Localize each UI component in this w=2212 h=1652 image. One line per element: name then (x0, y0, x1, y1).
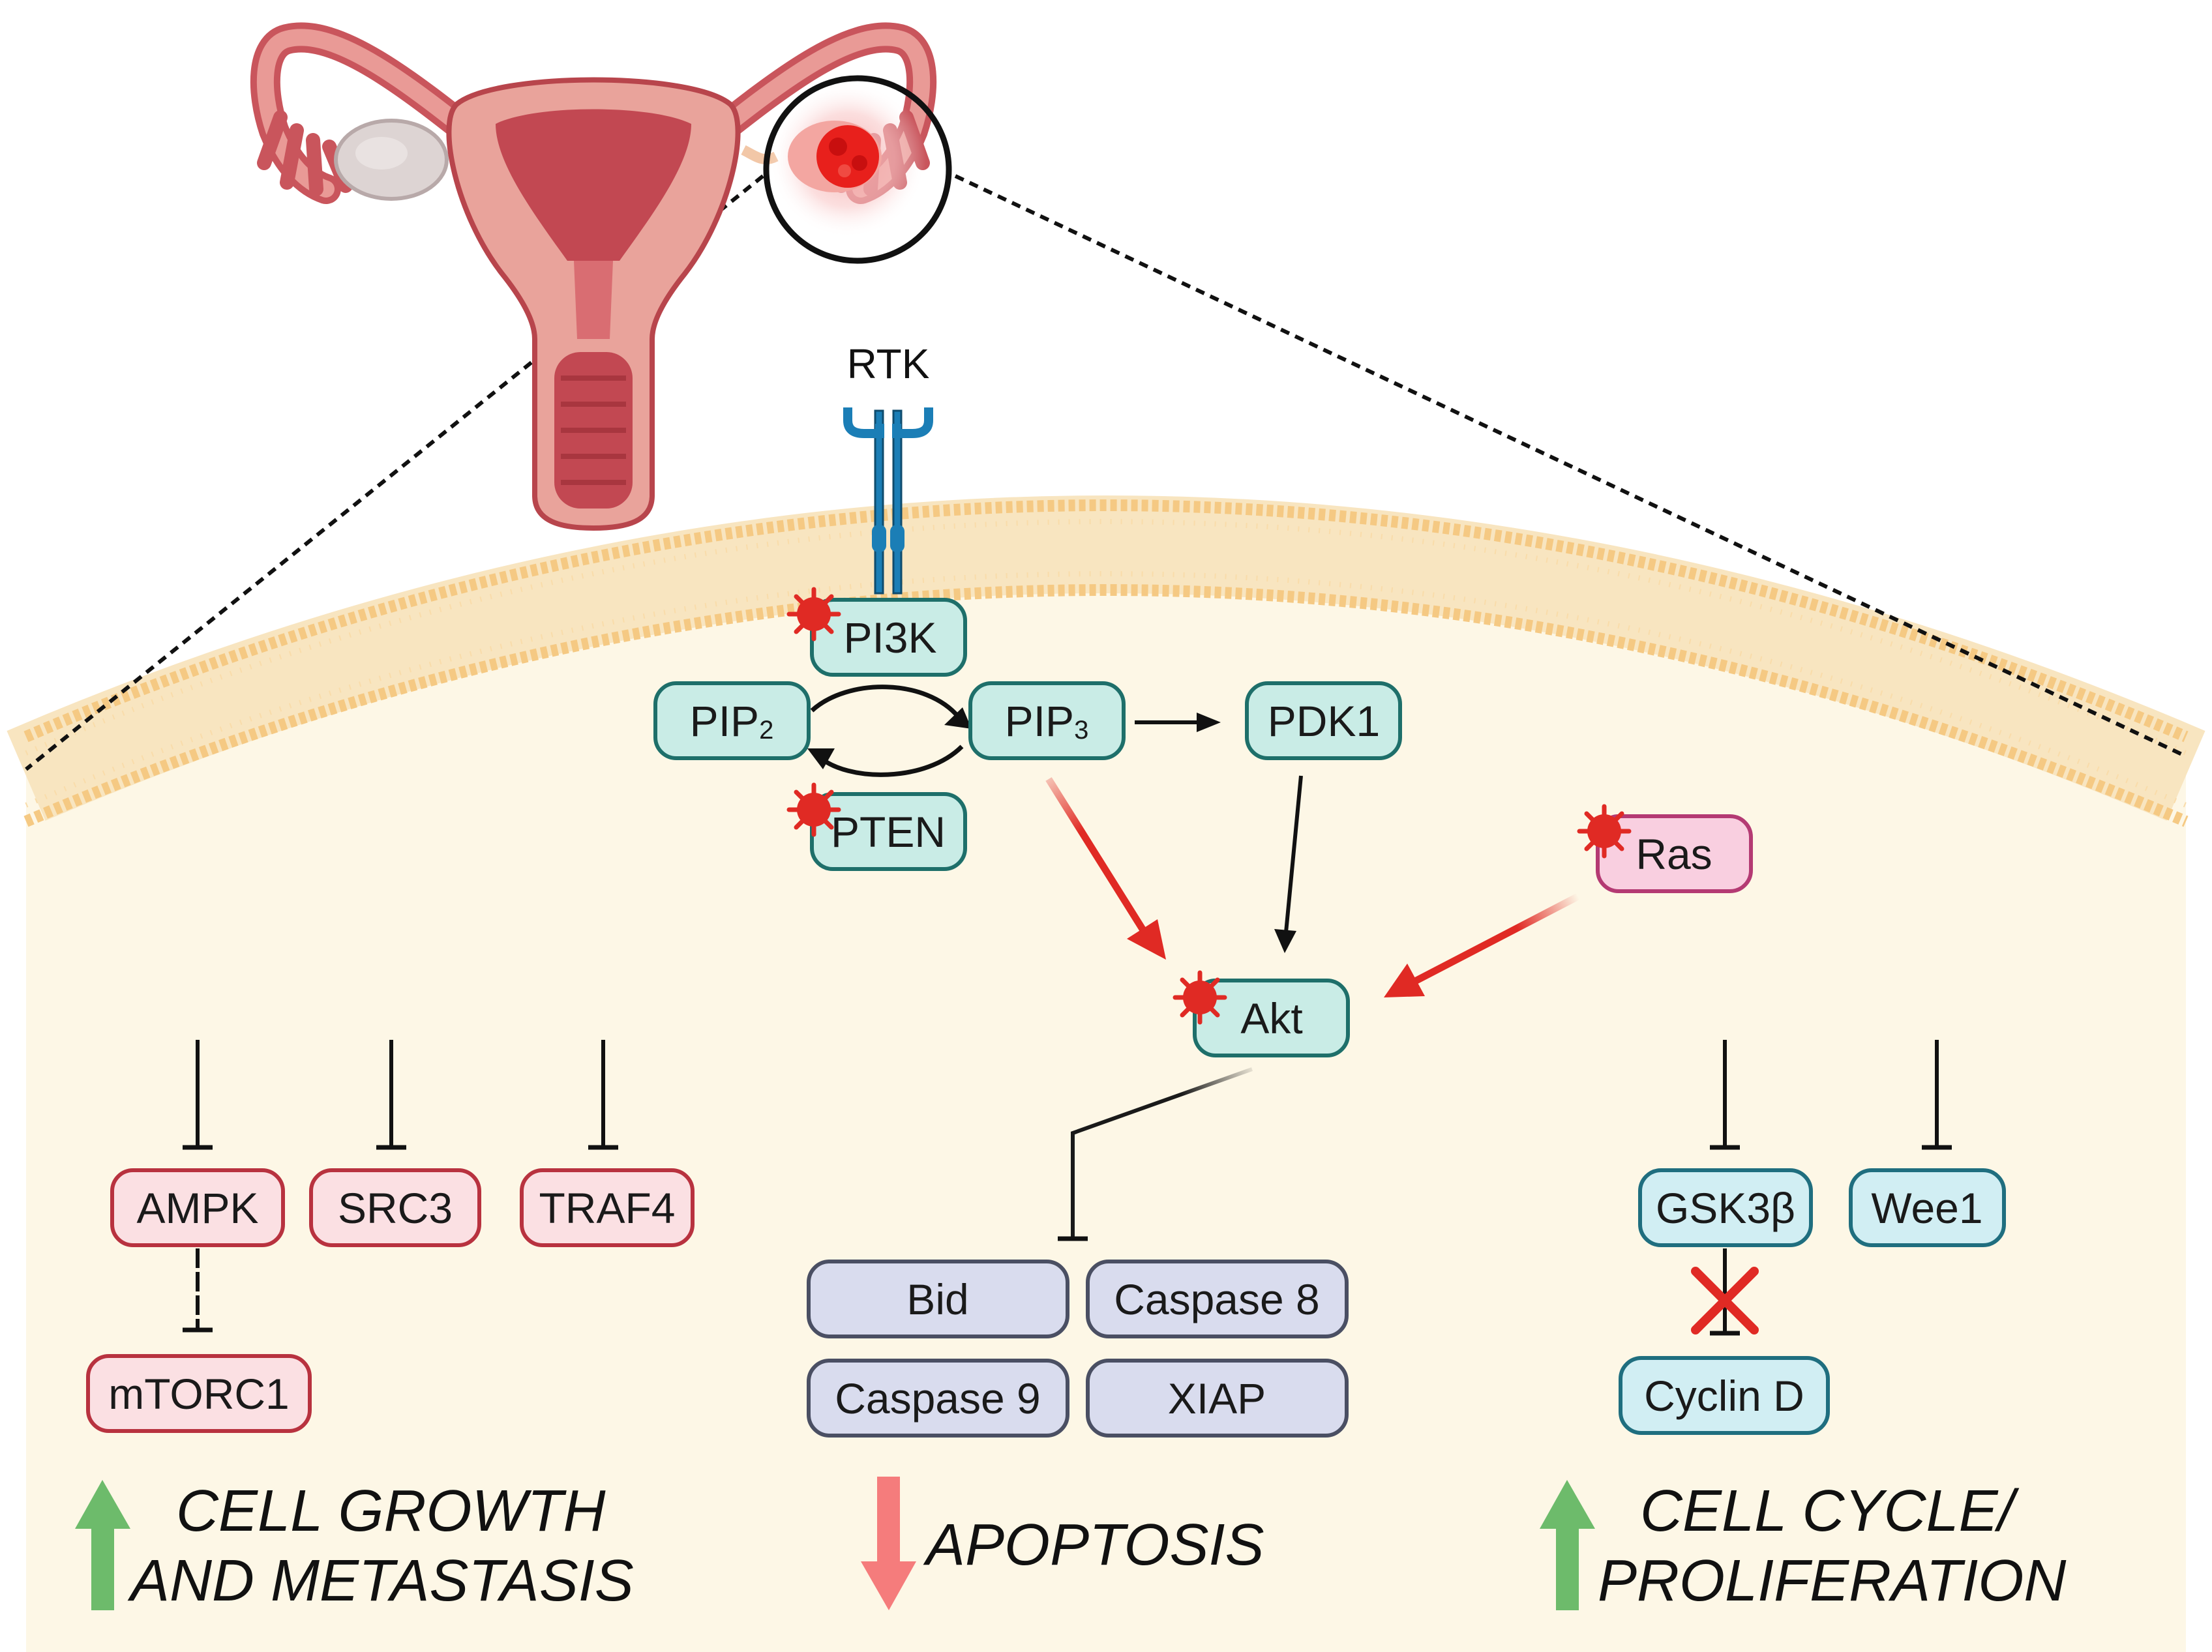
node-pten: PTEN (810, 792, 967, 871)
ras-to-akt-arrow (1413, 893, 1580, 984)
node-xiap: XIAP (1086, 1359, 1349, 1438)
node-pi3k: PI3K (810, 598, 967, 677)
svg-text:AND METASTASIS: AND METASTASIS (127, 1548, 634, 1614)
rtk-receptor: RTK (843, 340, 933, 595)
node-ras: Ras (1596, 814, 1753, 893)
node-ampk: AMPK (110, 1168, 285, 1247)
node-cyclind: Cyclin D (1619, 1356, 1830, 1435)
svg-text:SRC3: SRC3 (338, 1184, 453, 1232)
svg-text:XIAP: XIAP (1168, 1374, 1266, 1423)
blocked-x-icon (1691, 1267, 1759, 1335)
svg-text:PIP3: PIP3 (1005, 697, 1089, 745)
node-caspase9: Caspase 9 (807, 1359, 1069, 1438)
node-bid: Bid (807, 1260, 1069, 1338)
node-akt: Akt (1193, 979, 1350, 1057)
tumor-icon (816, 125, 879, 188)
mutation-star-icon (786, 782, 841, 837)
outcome-apoptosis: APOPTOSIS (861, 1477, 1264, 1610)
outcome-growth: CELL GROWTH AND METASTASIS (75, 1479, 634, 1614)
svg-text:Ras: Ras (1636, 830, 1712, 878)
cell-membrane (7, 495, 2205, 821)
svg-text:GSK3β: GSK3β (1656, 1184, 1795, 1232)
svg-text:PIP2: PIP2 (690, 697, 774, 745)
node-pdk1: PDK1 (1245, 681, 1402, 760)
svg-text:CELL GROWTH: CELL GROWTH (176, 1479, 606, 1544)
svg-text:APOPTOSIS: APOPTOSIS (923, 1512, 1264, 1578)
pathway-nodes: PI3K PIP2 PIP3 PDK1 PTEN Ras Akt (86, 598, 2006, 1438)
akt-inhibit-apoptosis (1071, 1067, 1253, 1239)
node-traf4: TRAF4 (520, 1168, 695, 1247)
membrane-lipids-outer (23, 499, 2189, 743)
mutation-star-icon (786, 587, 841, 642)
uterus-illustration (250, 22, 952, 531)
zoom-circle (763, 75, 952, 264)
svg-text:Cyclin D: Cyclin D (1644, 1372, 1804, 1420)
outcome-cycle: CELL CYCLE/ PROLIFERATION (1540, 1479, 2067, 1614)
mutation-markers (786, 587, 1632, 1025)
node-gsk3b: GSK3β (1638, 1168, 1813, 1247)
down-arrow-icon (861, 1477, 916, 1610)
pip2-to-pip3-arrow (810, 685, 961, 719)
svg-text:Caspase 8: Caspase 8 (1114, 1275, 1320, 1323)
pip3-to-akt-arrow (1045, 777, 1148, 934)
mutation-star-icon (1173, 970, 1227, 1025)
node-wee1: Wee1 (1849, 1168, 2006, 1247)
svg-text:CELL CYCLE/: CELL CYCLE/ (1640, 1479, 2020, 1544)
membrane-lipids-inner (23, 584, 2189, 827)
pip3-to-pip2-arrow (816, 745, 964, 777)
node-pip3: PIP3 (968, 681, 1126, 760)
svg-text:TRAF4: TRAF4 (539, 1184, 675, 1232)
svg-text:Akt: Akt (1240, 994, 1302, 1042)
node-pip2: PIP2 (653, 681, 811, 760)
mutation-star-icon (1577, 804, 1632, 859)
svg-text:PI3K: PI3K (843, 613, 936, 662)
node-src3: SRC3 (309, 1168, 481, 1247)
svg-text:AMPK: AMPK (136, 1184, 258, 1232)
node-mtorc1: mTORC1 (86, 1354, 312, 1433)
node-caspase8: Caspase 8 (1086, 1260, 1349, 1338)
svg-text:Wee1: Wee1 (1871, 1184, 1982, 1232)
up-arrow-icon (75, 1480, 130, 1610)
svg-text:Bid: Bid (906, 1275, 968, 1323)
rtk-label: RTK (847, 340, 930, 387)
svg-text:PTEN: PTEN (831, 808, 946, 856)
svg-text:mTORC1: mTORC1 (108, 1370, 289, 1418)
pdk1-to-akt-arrow (1284, 775, 1303, 933)
svg-text:Caspase 9: Caspase 9 (835, 1374, 1041, 1423)
up-arrow-icon (1540, 1480, 1595, 1610)
svg-text:PROLIFERATION: PROLIFERATION (1598, 1548, 2067, 1614)
svg-text:PDK1: PDK1 (1268, 697, 1380, 745)
zoom-line-right (954, 174, 2187, 758)
connectors (183, 685, 1952, 1336)
